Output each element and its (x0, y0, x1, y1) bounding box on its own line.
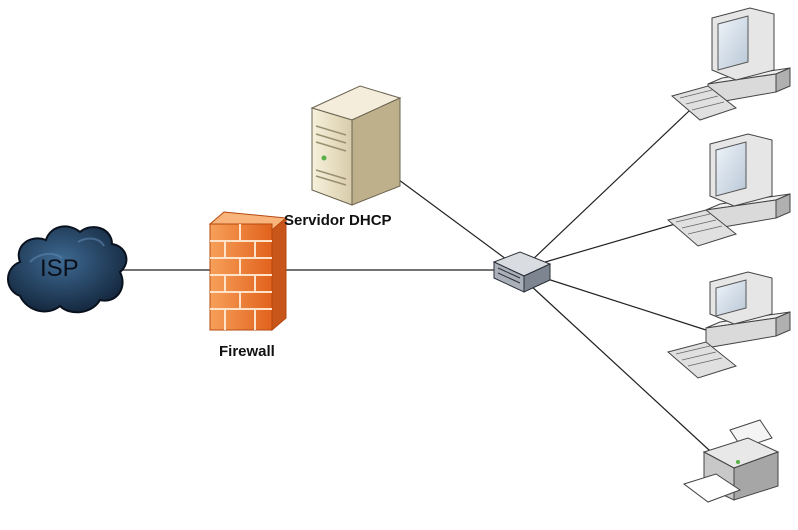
link-switch-printer (529, 284, 723, 463)
cloud-icon (7, 225, 128, 314)
desktop-computer-icon (670, 7, 791, 121)
link-switch-pc1 (529, 92, 709, 263)
firewall-label: Firewall (219, 343, 275, 360)
link-switch-pc3 (534, 274, 707, 331)
isp-label: ISP (40, 255, 79, 282)
server-tower-icon (310, 85, 402, 206)
network-switch-icon (492, 251, 552, 293)
desktop-computer-icon (666, 271, 791, 379)
connection-lines (92, 92, 723, 463)
dhcp-server-label: Servidor DHCP (284, 212, 392, 229)
printer-icon (682, 419, 780, 503)
desktop-computer-icon (666, 133, 791, 247)
brick-wall-icon (208, 211, 288, 332)
